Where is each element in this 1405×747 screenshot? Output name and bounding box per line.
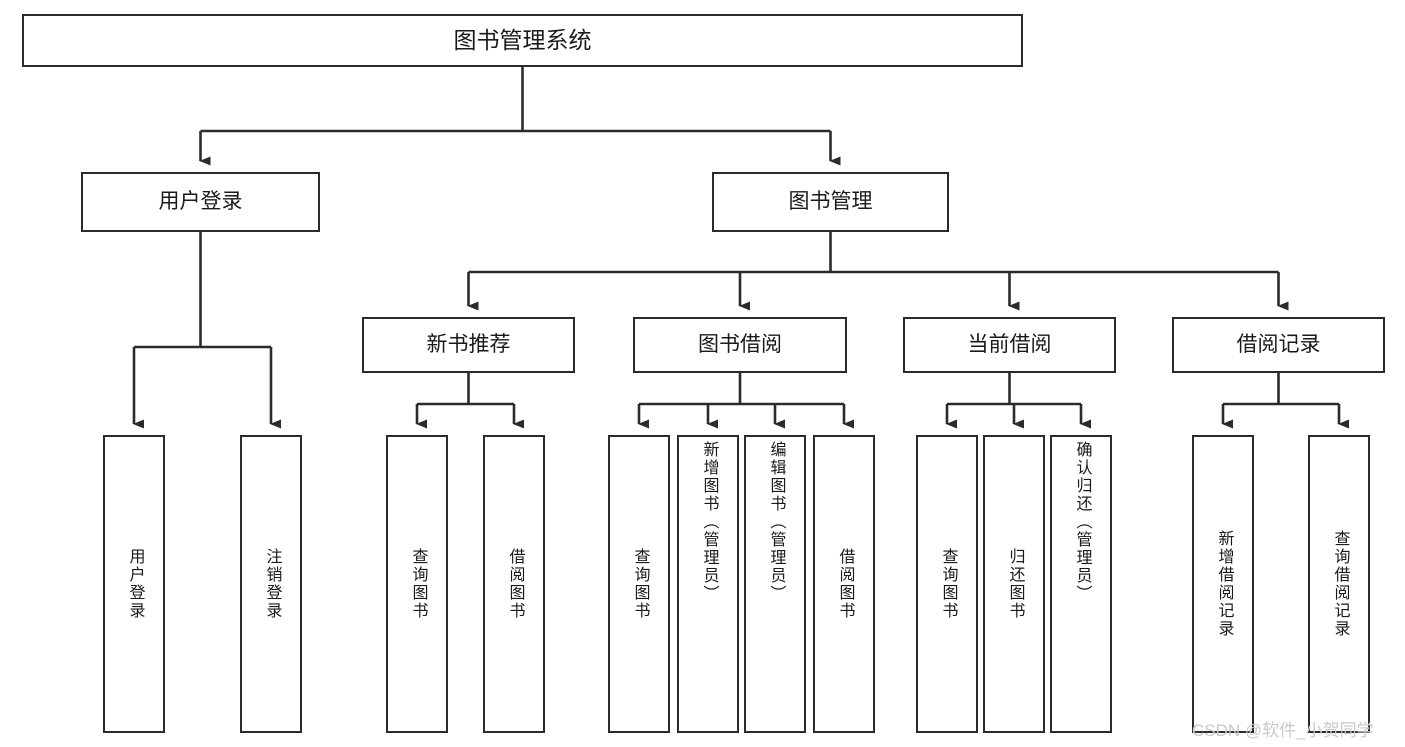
- node-label: 查询借阅记录: [1331, 530, 1349, 638]
- node-label: 查询图书: [939, 548, 957, 620]
- node-leaf-logout[interactable]: 注销登录: [240, 435, 302, 733]
- node-label: 注销登录: [263, 548, 281, 620]
- node-label: 归还图书: [1006, 548, 1024, 620]
- node-leaf-borrow-book-2[interactable]: 借阅图书: [813, 435, 875, 733]
- node-leaf-query-book-2[interactable]: 查询图书: [608, 435, 670, 733]
- node-label: 新增借阅记录: [1215, 530, 1233, 638]
- node-book-borrow[interactable]: 图书借阅: [633, 317, 847, 373]
- node-label: 借阅图书: [506, 548, 524, 620]
- node-new-book-recommend[interactable]: 新书推荐: [362, 317, 575, 373]
- node-leaf-user-login[interactable]: 用户登录: [103, 435, 165, 733]
- node-label: 新书推荐: [426, 332, 511, 356]
- node-leaf-edit-book[interactable]: 编辑图书（管理员）: [744, 435, 806, 733]
- node-label: 确认归还（管理员）: [1073, 441, 1091, 603]
- node-label: 查询图书: [409, 548, 427, 620]
- node-label: 编辑图书（管理员）: [767, 441, 785, 603]
- node-leaf-borrow-book-1[interactable]: 借阅图书: [483, 435, 545, 733]
- node-label: 借阅记录: [1236, 332, 1321, 356]
- node-current-borrow[interactable]: 当前借阅: [903, 317, 1116, 373]
- node-root[interactable]: 图书管理系统: [22, 14, 1023, 67]
- node-leaf-query-record[interactable]: 查询借阅记录: [1308, 435, 1370, 733]
- node-leaf-query-book-3[interactable]: 查询图书: [916, 435, 978, 733]
- node-leaf-return-book[interactable]: 归还图书: [983, 435, 1045, 733]
- node-leaf-add-record[interactable]: 新增借阅记录: [1192, 435, 1254, 733]
- node-label: 图书管理: [788, 189, 873, 213]
- csdn-watermark: CSDN @软件_小贺同学: [1192, 721, 1374, 740]
- node-user-login[interactable]: 用户登录: [81, 172, 320, 232]
- node-leaf-add-book[interactable]: 新增图书（管理员）: [677, 435, 739, 733]
- node-label: 图书借阅: [698, 332, 782, 356]
- node-leaf-query-book-1[interactable]: 查询图书: [386, 435, 448, 733]
- node-label: 用户登录: [126, 548, 144, 620]
- node-label: 用户登录: [158, 189, 243, 213]
- node-borrow-records[interactable]: 借阅记录: [1172, 317, 1385, 373]
- node-label: 借阅图书: [836, 548, 854, 620]
- node-label: 查询图书: [631, 548, 649, 620]
- node-label: 新增图书（管理员）: [700, 441, 718, 603]
- node-leaf-confirm-return[interactable]: 确认归还（管理员）: [1050, 435, 1112, 733]
- node-label: 当前借阅: [967, 332, 1052, 356]
- node-book-management[interactable]: 图书管理: [712, 172, 949, 232]
- node-label: 图书管理系统: [453, 27, 592, 54]
